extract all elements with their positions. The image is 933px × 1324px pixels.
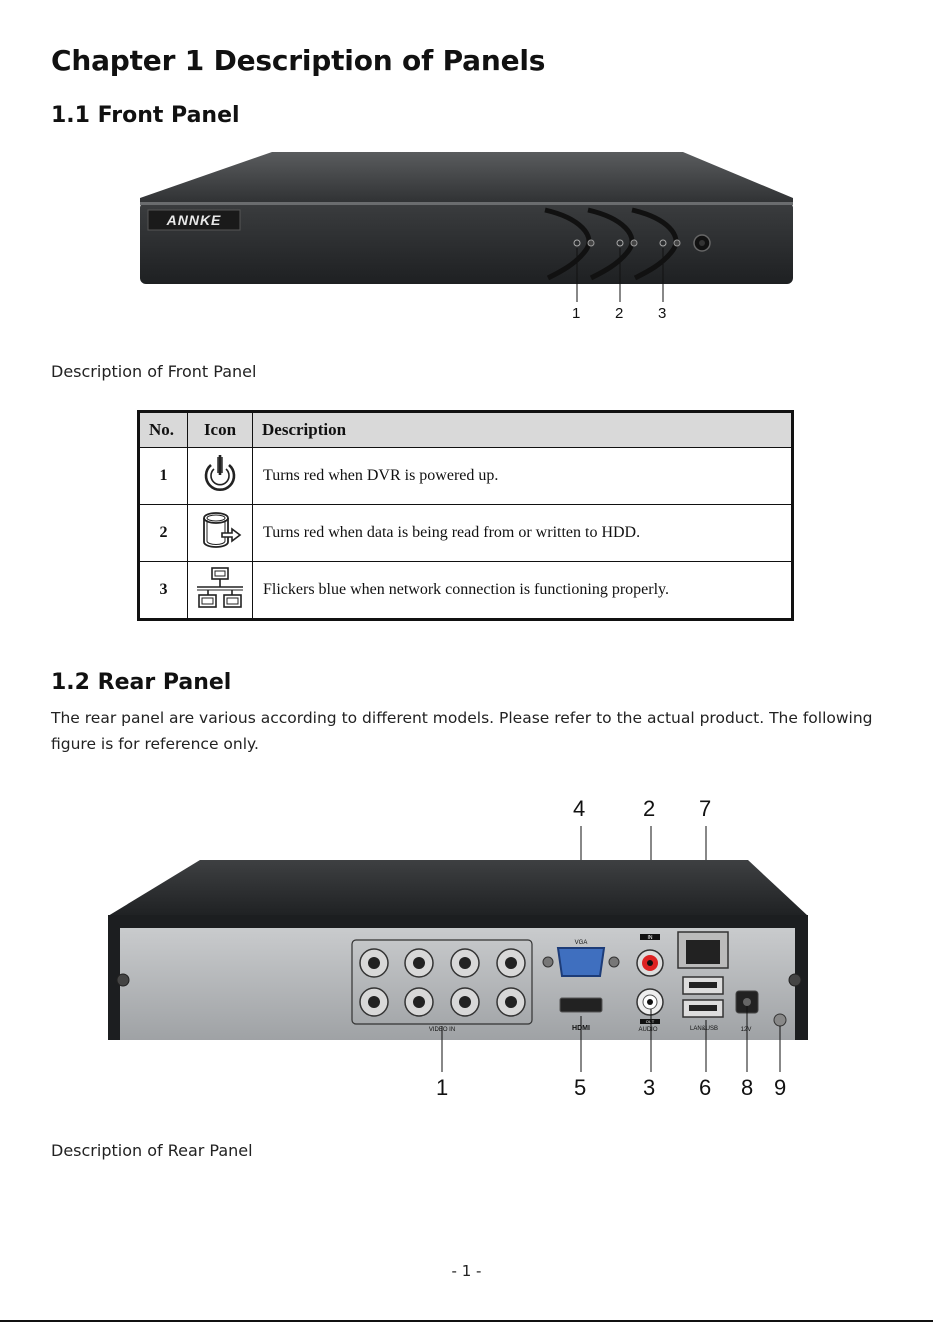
table-header-icon: Icon <box>187 411 253 448</box>
row-number: 1 <box>138 447 188 505</box>
front-panel-table: No. Icon Description 1 Turns red when DV… <box>137 410 794 621</box>
rear-callout-9: 9 <box>774 1075 787 1100</box>
hdd-icon <box>203 511 242 548</box>
row-number: 3 <box>138 561 188 620</box>
vga-label: VGA <box>575 940 588 946</box>
lan-usb-label: LAN&USB <box>690 1026 718 1032</box>
front-panel-caption: Description of Front Panel <box>51 362 257 381</box>
rear-panel-heading: 1.2 Rear Panel <box>51 670 232 695</box>
front-callout-2: 2 <box>615 305 624 322</box>
table-row: 3 Flickers blue when network connection … <box>138 561 793 620</box>
power-icon <box>204 454 236 491</box>
rear-panel-caption: Description of Rear Panel <box>51 1141 253 1160</box>
row-number: 2 <box>138 504 188 562</box>
network-icon <box>197 566 243 608</box>
audio-in-label: IN <box>648 935 653 941</box>
rear-panel-illustration: VIDEO IN VGA HDMI IN OUT AUDIO LAN&USB 1… <box>108 826 808 1072</box>
rear-callout-4: 4 <box>573 796 586 821</box>
rear-callout-6: 6 <box>699 1075 712 1100</box>
row-description: Turns red when DVR is powered up. <box>252 447 793 505</box>
front-panel-heading: 1.1 Front Panel <box>51 103 240 128</box>
table-header-no: No. <box>138 411 188 448</box>
audio-label: AUDIO <box>638 1027 657 1033</box>
rear-callout-8: 8 <box>741 1075 754 1100</box>
front-panel-illustration: ANNKE <box>140 152 793 302</box>
brand-logo: ANNKE <box>166 212 222 228</box>
front-callout-1: 1 <box>572 305 581 322</box>
table-header-description: Description <box>252 411 793 448</box>
rear-callout-3: 3 <box>643 1075 656 1100</box>
row-description: Flickers blue when network connection is… <box>252 561 793 620</box>
rear-callout-1: 1 <box>436 1075 449 1100</box>
page-number: - 1 - <box>451 1262 482 1280</box>
chapter-title: Chapter 1 Description of Panels <box>51 44 546 77</box>
audio-out-label: OUT <box>646 1019 655 1024</box>
rear-callout-2: 2 <box>643 796 656 821</box>
front-callout-3: 3 <box>658 305 667 322</box>
table-row: 1 Turns red when DVR is powered up. <box>138 447 793 505</box>
row-description: Turns red when data is being read from o… <box>252 504 793 562</box>
table-row: 2 Turns red when data is being read from… <box>138 504 793 562</box>
rear-callout-7: 7 <box>699 796 712 821</box>
rear-callout-5: 5 <box>574 1075 587 1100</box>
bottom-rule <box>0 1320 933 1322</box>
rear-panel-paragraph: The rear panel are various according to … <box>51 709 873 753</box>
power-label: 12V <box>741 1027 752 1033</box>
